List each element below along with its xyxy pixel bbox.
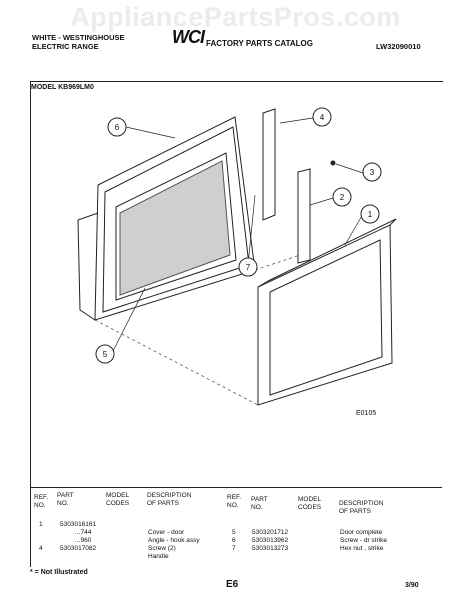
right-row-3-ref: 7 [232,545,236,552]
header-part: PART NO. [57,492,74,508]
right-row-2-part: 5303013962 [252,537,289,544]
left-row-3-part: …960 [74,537,92,544]
catalog-date: 3/90 [405,582,419,589]
header-desc-right: DESCRIPTION OF PARTS [339,500,383,516]
header-part-line2: NO. [57,500,69,507]
left-row-4-ref: 4 [39,545,43,552]
catalog-title: FACTORY PARTS CATALOG [206,39,313,48]
door-hinge-bar [262,108,311,264]
header-desc: DESCRIPTION OF PARTS [147,492,191,508]
watermark: AppliancePartsPros.com [70,2,401,32]
header-ref-line2: NO. [34,502,46,509]
header-desc-line1: DESCRIPTION [147,492,192,499]
left-row-1-part: 5303016161 [60,521,97,528]
left-row-2-part: …744 [74,529,92,536]
callout-5: 5 [103,350,108,359]
callout-2: 2 [340,193,345,202]
right-row-1-ref: 5 [232,529,236,536]
parts-table: REF. NO. PART NO. MODEL CODES DESCRIPTIO… [30,487,442,560]
header-part-right: PART NO. [251,496,268,512]
right-row-3-desc: Hex nut , strike [340,545,384,552]
page-number: E6 [226,579,239,590]
header-model-line1: MODEL [106,492,130,499]
header-part-line1: PART [57,492,74,499]
callout-leaders [112,117,364,352]
header-model: MODEL CODES [106,492,129,508]
right-row-1-desc: Door complete [340,529,383,536]
header-part-right-line1: PART [251,496,268,503]
catalog-code: LW32090010 [376,42,421,51]
header-ref-right-line1: REF. [227,494,242,501]
wci-logo: WCI [172,27,205,47]
callout-3: 3 [370,168,375,177]
screw-3 [330,160,336,166]
diagram-code: E0105 [356,410,377,417]
model-label: MODEL KB969LM0 [31,84,94,91]
header-desc-line2: OF PARTS [147,500,179,507]
header-ref-right: REF. NO. [227,494,241,510]
exploded-parts-diagram: 6 4 3 2 1 5 7 [77,107,397,406]
brand-block: WHITE - WESTINGHOUSE ELECTRIC RANGE [32,33,125,51]
brand-line-2: ELECTRIC RANGE [32,42,99,51]
oven-door-frame [77,116,256,321]
header-model-line2: CODES [106,500,130,507]
left-row-3-desc: Angle - hook assy [148,537,200,544]
callout-6: 6 [115,123,120,132]
header-ref: REF. NO. [34,494,48,510]
left-row-5-desc: Handle [148,553,169,560]
door-outer-panel [257,218,397,406]
left-row-1-ref: 1 [39,521,43,528]
left-row-2-desc: Cover - door [148,529,185,536]
header-model-right-line1: MODEL [298,496,322,503]
callout-4: 4 [320,113,325,122]
callout-1: 1 [368,210,373,219]
callout-7: 7 [246,263,251,272]
right-row-1-part: 5303201712 [252,529,289,536]
catalog-frame [30,81,443,567]
right-row-2-desc: Screw - dr strike [340,537,387,544]
right-row-3-part: 5303013273 [252,545,289,552]
header-model-right-line2: CODES [298,504,322,511]
header-ref-right-line2: NO. [227,502,239,509]
header-desc-right-line2: OF PARTS [339,508,371,515]
callout-circles [95,107,382,364]
assembly-guide-lines [94,254,301,406]
header-desc-right-line1: DESCRIPTION [339,500,384,507]
header-model-right: MODEL CODES [298,496,321,512]
header-ref-line1: REF. [34,494,49,501]
brand-line-1: WHITE - WESTINGHOUSE [32,33,125,42]
left-row-4-desc: Screw (2) [148,545,176,552]
not-illustrated-note: * = Not Illustrated [30,569,88,576]
right-row-2-ref: 6 [232,537,236,544]
header-part-right-line2: NO. [251,504,263,511]
left-row-4-part: 5303017082 [60,545,97,552]
